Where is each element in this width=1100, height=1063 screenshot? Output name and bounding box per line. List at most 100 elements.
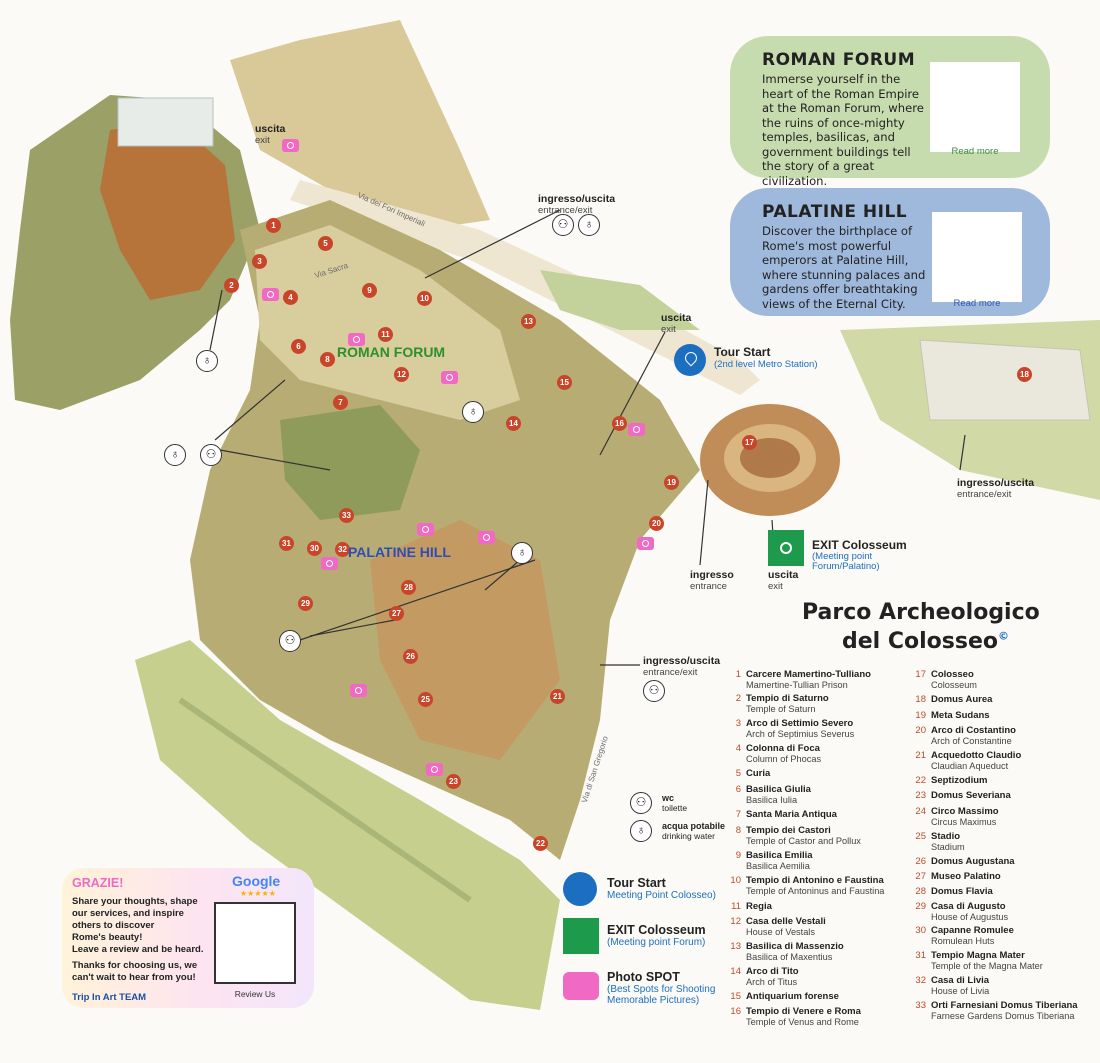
legend-subtitle: House of Augustus [931, 912, 1009, 922]
map-marker-9[interactable]: 9 [362, 283, 377, 298]
map-marker-15[interactable]: 15 [557, 375, 572, 390]
legend-number: 18 [915, 694, 926, 705]
roman-forum-read-more[interactable]: Read more [951, 146, 999, 157]
review-title: GRAZIE! [72, 876, 124, 890]
map-marker-33[interactable]: 33 [339, 508, 354, 523]
map-marker-5[interactable]: 5 [318, 236, 333, 251]
map-marker-27[interactable]: 27 [389, 606, 404, 621]
camera-icon[interactable] [426, 763, 443, 776]
legend-number: 5 [735, 768, 741, 779]
map-marker-16[interactable]: 16 [612, 416, 627, 431]
map-marker-25[interactable]: 25 [418, 692, 433, 707]
map-marker-32[interactable]: 32 [335, 542, 350, 557]
camera-icon[interactable] [441, 371, 458, 384]
map-marker-29[interactable]: 29 [298, 596, 313, 611]
qr-code-icon[interactable] [214, 902, 296, 984]
map-marker-3[interactable]: 3 [252, 254, 267, 269]
legend-subtitle: Basilica Aemilia [746, 861, 810, 871]
map-marker-6[interactable]: 6 [291, 339, 306, 354]
qr-code-icon[interactable] [930, 62, 1020, 152]
water-icon: ♁ [196, 350, 218, 372]
legend-number: 13 [730, 941, 741, 952]
stars-rating: ★★★★★ [240, 889, 276, 898]
water-icon: ♁ [462, 401, 484, 423]
legend-subtitle: Temple of the Magna Mater [931, 961, 1043, 971]
roman-forum-card[interactable]: ROMAN FORUM Immerse yourself in the hear… [730, 36, 1050, 188]
wc-icon: ⚇ [630, 792, 652, 814]
map-marker-26[interactable]: 26 [403, 649, 418, 664]
map-marker-17[interactable]: 17 [742, 435, 757, 450]
tour-start-pin-icon [563, 872, 597, 906]
map-marker-12[interactable]: 12 [394, 367, 409, 382]
legend-name: Tempio di Antonino e Faustina [746, 875, 884, 886]
camera-icon[interactable] [282, 139, 299, 152]
map-marker-23[interactable]: 23 [446, 774, 461, 789]
camera-icon[interactable] [637, 537, 654, 550]
camera-icon[interactable] [262, 288, 279, 301]
legend-name: Domus Flavia [931, 886, 993, 897]
camera-icon[interactable] [321, 557, 338, 570]
legend-subtitle: Mamertine-Tullian Prison [746, 680, 848, 690]
map-marker-30[interactable]: 30 [307, 541, 322, 556]
qr-code-icon[interactable] [932, 212, 1022, 302]
legend-number: 3 [735, 718, 741, 729]
map-marker-31[interactable]: 31 [279, 536, 294, 551]
legend-name: Arco di Settimio Severo [746, 718, 854, 729]
camera-icon[interactable] [417, 523, 434, 536]
palatine-hill-card[interactable]: PALATINE HILL Discover the birthplace of… [730, 188, 1050, 316]
map-marker-1[interactable]: 1 [266, 218, 281, 233]
palatine-hill-read-more[interactable]: Read more [953, 298, 1001, 309]
camera-icon [563, 972, 599, 1000]
camera-icon[interactable] [478, 531, 495, 544]
legend-name: Casa di Livia [931, 975, 990, 986]
map-marker-18[interactable]: 18 [1017, 367, 1032, 382]
map-marker-19[interactable]: 19 [664, 475, 679, 490]
exit-meeting-point-icon[interactable] [768, 530, 804, 566]
map-marker-4[interactable]: 4 [283, 290, 298, 305]
legend-subtitle: Arch of Septimius Severus [746, 729, 855, 739]
legend-subtitle: Temple of Venus and Rome [746, 1017, 859, 1027]
legend-number: 4 [735, 743, 741, 754]
map-marker-28[interactable]: 28 [401, 580, 416, 595]
legend-number: 22 [915, 775, 926, 786]
map-marker-20[interactable]: 20 [649, 516, 664, 531]
legend-subtitle: House of Livia [931, 986, 990, 996]
wc-icon: ⚇ [200, 444, 222, 466]
map-marker-2[interactable]: 2 [224, 278, 239, 293]
legend-name: Basilica di Massenzio [746, 941, 844, 952]
camera-icon[interactable] [350, 684, 367, 697]
wc-icon: ⚇ [643, 680, 665, 702]
legend-name: Colonna di Foca [746, 743, 820, 754]
map-marker-8[interactable]: 8 [320, 352, 335, 367]
map-marker-13[interactable]: 13 [521, 314, 536, 329]
roman-forum-card-text: Immerse yourself in the heart of the Rom… [762, 72, 924, 188]
map-marker-21[interactable]: 21 [550, 689, 565, 704]
map-marker-22[interactable]: 22 [533, 836, 548, 851]
legend-number: 1 [735, 669, 741, 680]
legend-name: Arco di Costantino [931, 725, 1016, 736]
camera-icon[interactable] [628, 423, 645, 436]
tour-start-legend: Tour Start Meeting Point Colosseo) [607, 876, 716, 901]
legend-number: 30 [915, 925, 926, 936]
map-marker-10[interactable]: 10 [417, 291, 432, 306]
map-marker-14[interactable]: 14 [506, 416, 521, 431]
tour-start-pin-icon[interactable] [674, 344, 706, 376]
camera-icon[interactable] [348, 333, 365, 346]
map-marker-11[interactable]: 11 [378, 327, 393, 342]
map-marker-7[interactable]: 7 [333, 395, 348, 410]
review-us-link[interactable]: Review Us [234, 989, 276, 999]
